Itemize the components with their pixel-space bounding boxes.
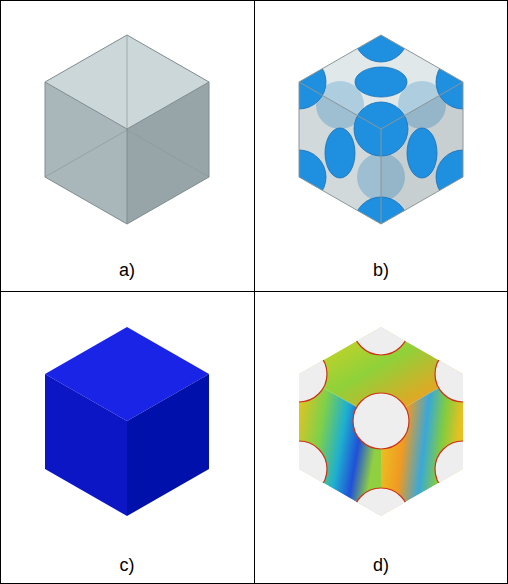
panel-label: d) xyxy=(373,554,389,576)
panel-label: b) xyxy=(373,259,389,281)
panel-label: c) xyxy=(120,554,135,576)
panel-label: a) xyxy=(119,259,135,281)
sphere-cube xyxy=(272,8,490,251)
stress-cube xyxy=(271,299,491,544)
grey-cube xyxy=(45,35,209,224)
blue-cube xyxy=(45,327,209,516)
